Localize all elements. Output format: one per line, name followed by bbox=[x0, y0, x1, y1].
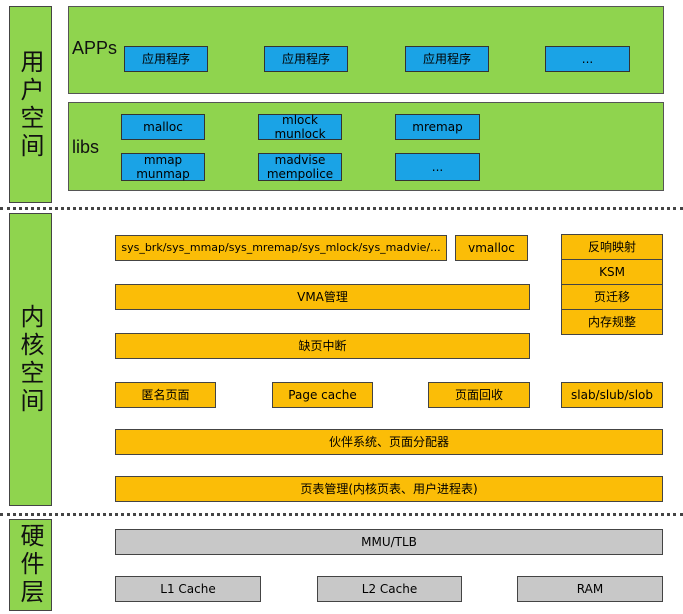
kernel-space-layer-label: 内核空间 bbox=[9, 213, 52, 506]
syscalls-box: sys_brk/sys_mmap/sys_mremap/sys_mlock/sy… bbox=[115, 235, 447, 261]
kernel-space-label-text: 内核空间 bbox=[16, 303, 44, 416]
vma-management-box: VMA管理 bbox=[115, 284, 530, 310]
mmu-tlb-box: MMU/TLB bbox=[115, 529, 663, 555]
separator-user-kernel bbox=[0, 207, 683, 210]
app-box-more: ... bbox=[545, 46, 630, 72]
libs-label: libs bbox=[72, 137, 100, 157]
l1-cache-box: L1 Cache bbox=[115, 576, 261, 602]
page-fault-box: 缺页中断 bbox=[115, 333, 530, 359]
page-migration-box: 页迁移 bbox=[561, 284, 663, 310]
user-space-layer-label: 用户空间 bbox=[9, 6, 52, 203]
l2-cache-box: L2 Cache bbox=[317, 576, 462, 602]
page-table-box: 页表管理(内核页表、用户进程表) bbox=[115, 476, 663, 502]
memory-compaction-box: 内存规整 bbox=[561, 309, 663, 335]
lib-mremap: mremap bbox=[395, 114, 480, 140]
app-box-1: 应用程序 bbox=[124, 46, 208, 72]
lib-mlock-munlock: mlock munlock bbox=[258, 113, 342, 141]
hardware-layer-label: 硬件层 bbox=[9, 519, 52, 611]
ksm-box: KSM bbox=[561, 259, 663, 285]
anonymous-pages-box: 匿名页面 bbox=[115, 382, 216, 408]
buddy-system-box: 伙伴系统、页面分配器 bbox=[115, 429, 663, 455]
ram-box: RAM bbox=[517, 576, 663, 602]
app-box-3: 应用程序 bbox=[405, 46, 489, 72]
page-reclaim-box: 页面回收 bbox=[428, 382, 530, 408]
lib-mmap-munmap: mmap munmap bbox=[121, 153, 205, 181]
user-space-label-text: 用户空间 bbox=[16, 48, 44, 161]
app-box-2: 应用程序 bbox=[264, 46, 348, 72]
separator-kernel-hardware bbox=[0, 513, 683, 516]
lib-more: ... bbox=[395, 153, 480, 181]
lib-malloc: malloc bbox=[121, 114, 205, 140]
slab-allocator-box: slab/slub/slob bbox=[561, 382, 663, 408]
page-cache-box: Page cache bbox=[272, 382, 373, 408]
apps-label: APPs bbox=[72, 38, 118, 58]
reverse-mapping-box: 反响映射 bbox=[561, 234, 663, 260]
vmalloc-box: vmalloc bbox=[455, 235, 528, 261]
hardware-label-text: 硬件层 bbox=[16, 523, 44, 607]
lib-madvise-mempolice: madvise mempolice bbox=[258, 153, 342, 181]
